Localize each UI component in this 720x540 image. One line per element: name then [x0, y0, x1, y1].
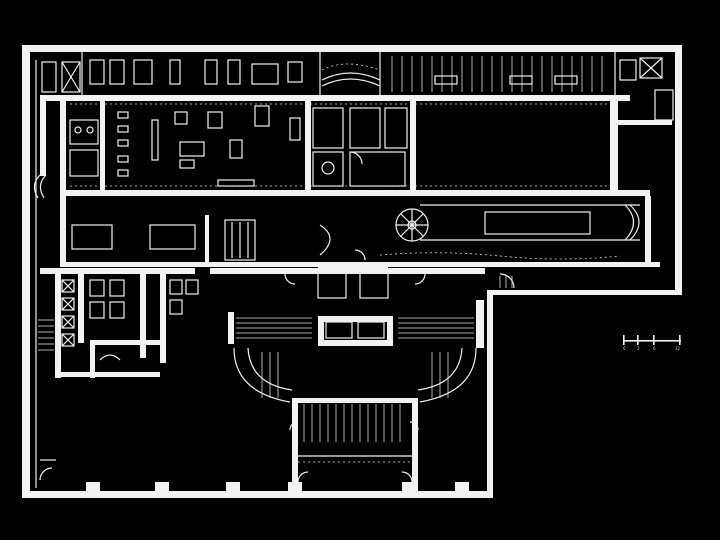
north-exterior-wall: [22, 45, 682, 52]
facade-pier: [86, 482, 100, 498]
outer-walls: [22, 45, 682, 498]
north-band-wall: [40, 95, 630, 101]
curved-stair: [233, 347, 291, 403]
gym-equipment: [117, 105, 301, 187]
grand-stair-left: [236, 317, 312, 339]
west-core: [38, 268, 199, 378]
curved-wall: [321, 72, 381, 81]
scale-label-2: 2: [637, 346, 640, 351]
scale-label-12: 12: [675, 346, 681, 351]
elevator: [61, 61, 81, 93]
east-lower-wall: [487, 290, 493, 498]
south-exterior-wall: [22, 491, 492, 498]
elevator: [639, 57, 663, 79]
west-exterior-wall: [22, 45, 30, 498]
pool: [484, 211, 591, 235]
facade-pier: [226, 482, 240, 498]
locker-row: [89, 59, 303, 85]
east-setback-wall: [487, 290, 682, 295]
elevator: [359, 271, 389, 299]
pool-band: [60, 196, 660, 267]
scale-bar-line: [623, 340, 681, 342]
lobby-steps: [303, 404, 401, 442]
misc-details: [33, 89, 674, 481]
west-stair: [38, 319, 54, 351]
gym-band: [60, 101, 650, 196]
gym-south-wall: [60, 190, 650, 196]
grand-stair-right: [398, 317, 474, 339]
elevator: [317, 271, 347, 299]
scale-bar: 0 2 6 12: [623, 335, 681, 351]
entry-door: [401, 471, 413, 483]
scale-label-6: 6: [653, 346, 656, 351]
north-band: [40, 52, 663, 101]
entry-door: [297, 471, 309, 483]
facade-pier: [155, 482, 169, 498]
wc-stalls: [61, 279, 199, 347]
floor-plan: 0 2 6 12: [22, 45, 682, 498]
north-stair-treads: [391, 56, 603, 92]
east-exterior-wall: [675, 45, 682, 295]
curved-stair: [419, 347, 477, 403]
facade-pier: [455, 482, 469, 498]
central-core: [210, 249, 485, 493]
scale-label-0: 0: [623, 346, 626, 351]
